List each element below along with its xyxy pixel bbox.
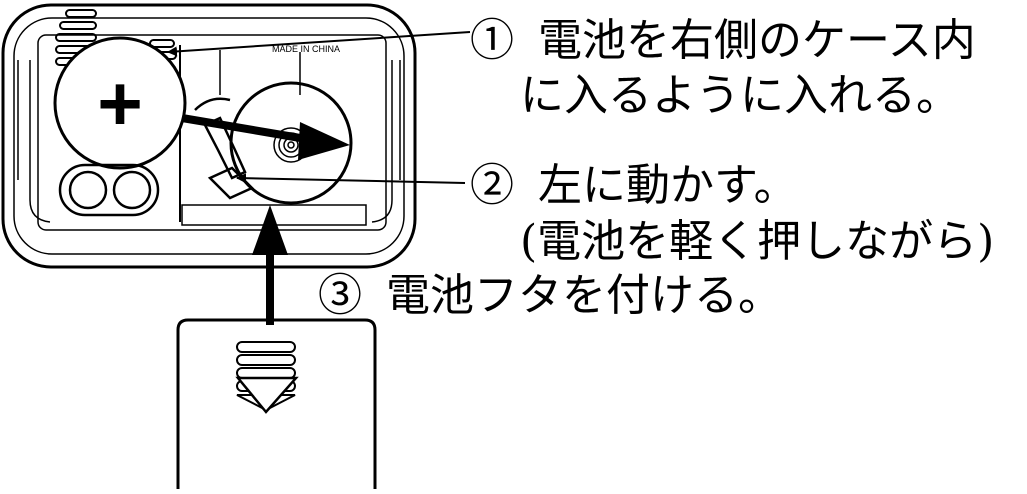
device-body (1, 3, 417, 269)
pointer-line-step-1 (167, 31, 471, 57)
step-text-line: (電池を軽く押しながら) (520, 216, 994, 267)
latch-lever (194, 97, 255, 200)
svg-text:② 左に動かす。: ② 左に動かす。 (470, 160, 798, 211)
step-1-instruction: ① 電池を右側のケース内 に入るように入れる。 (470, 15, 976, 121)
cover-direction-arrowhead (235, 376, 299, 414)
step-text-line: 電池フタを付ける。 (386, 270, 782, 321)
round-buttons (58, 163, 160, 217)
attach-cover-arrowhead (252, 205, 288, 255)
coin-battery (53, 36, 187, 170)
made-in-label: MADE IN CHINA (272, 44, 340, 54)
step-number: ③ (318, 270, 362, 321)
svg-text:③ 電池フタを付ける。: ③ 電池フタを付ける。 (318, 270, 782, 321)
svg-text:① 電池を右側のケース内: ① 電池を右側のケース内 (470, 15, 976, 66)
step-text-line: 左に動かす。 (538, 160, 798, 211)
step-3-instruction: ③ 電池フタを付ける。 (318, 270, 782, 321)
plus-symbol: + (97, 59, 143, 147)
insert-battery-arrow (181, 114, 313, 144)
step-number: ② (470, 160, 514, 211)
step-text-line: 電池を右側のケース内 (538, 15, 976, 66)
step-text-line: に入るように入れる。 (520, 70, 960, 121)
step-number: ① (470, 15, 514, 66)
insert-battery-arrowhead (298, 122, 350, 160)
step-2-instruction: ② 左に動かす。 (電池を軽く押しながら) (470, 160, 994, 267)
pointer-line-step-2 (236, 173, 466, 184)
